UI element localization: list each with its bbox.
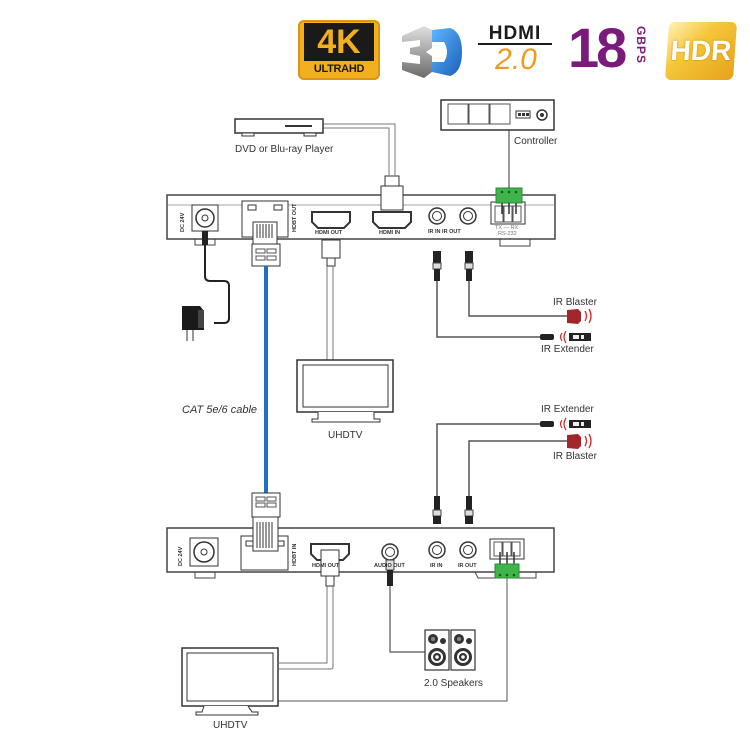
- tx-rs232-pins-label: TX — RX: [495, 225, 519, 231]
- gbps-number-text: 18: [568, 16, 627, 79]
- tv-bottom-label: UHDTV: [213, 720, 248, 731]
- badge-4k-text: 4K: [304, 23, 374, 61]
- rx-hdbt-label: HDBT IN: [292, 543, 298, 566]
- rx-ir-out-label: IR OUT: [458, 563, 477, 569]
- tx-hdmi-in-port: [372, 211, 412, 229]
- badge-ultrahd-text: ULTRAHD: [313, 63, 365, 75]
- tx-ir-label: IR IN IR OUT: [428, 229, 461, 235]
- tx-hdmi-out-label: HDMI OUT: [315, 230, 343, 236]
- ir-blaster-top-label: IR Blaster: [553, 297, 597, 308]
- ir-blaster-top-device: [567, 309, 581, 324]
- rx-ir-in-label: IR IN: [430, 563, 443, 569]
- 3d-logo-icon: [402, 26, 462, 78]
- ir-blaster-bottom-device: [567, 434, 581, 449]
- tx-rs232-label: RS-232: [498, 231, 517, 237]
- tx-hdbt-label: HDBT OUT: [292, 203, 298, 232]
- rx-dc-label: DC 24V: [178, 546, 184, 566]
- cat-cable-label: CAT 5e/6 cable: [182, 404, 258, 416]
- dvd-player-label: DVD or Blu-ray Player: [235, 144, 334, 155]
- ir-blaster-bottom-label: IR Blaster: [553, 451, 597, 462]
- hdmi-version-text: 2.0: [495, 43, 537, 76]
- badge-18gbps: 18 GBPS: [568, 18, 654, 80]
- tx-hdmi-out-port: [311, 211, 351, 229]
- hdmi-text: HDMI: [478, 24, 552, 45]
- rx-audio-out-label: AUDIO OUT: [374, 563, 405, 569]
- badge-3d: [398, 22, 464, 80]
- ir-extender-bottom-device: [540, 421, 554, 427]
- rx-hdmi-out-label: HDMI OUT: [312, 563, 340, 569]
- tx-dc-label: DC 24V: [180, 212, 186, 232]
- speakers-device: [424, 629, 476, 671]
- transmitter-body: [166, 194, 556, 240]
- speakers-label: 2.0 Speakers: [424, 678, 483, 689]
- badge-4k-ultrahd: 4K ULTRAHD: [298, 20, 380, 80]
- tx-rs232-green-plug: [495, 187, 523, 204]
- ir-extender-top-device: [540, 334, 554, 340]
- tx-hdmi-in-label: HDMI IN: [379, 230, 401, 236]
- tv-top-label: UHDTV: [328, 430, 363, 441]
- badge-hdmi-2-0: HDMI 2.0: [478, 24, 552, 80]
- controller-label: Controller: [514, 136, 558, 147]
- ir-extender-top-label: IR Extender: [541, 344, 594, 355]
- ir-extender-bottom-label: IR Extender: [541, 404, 594, 415]
- dvd-player-device: [234, 118, 324, 134]
